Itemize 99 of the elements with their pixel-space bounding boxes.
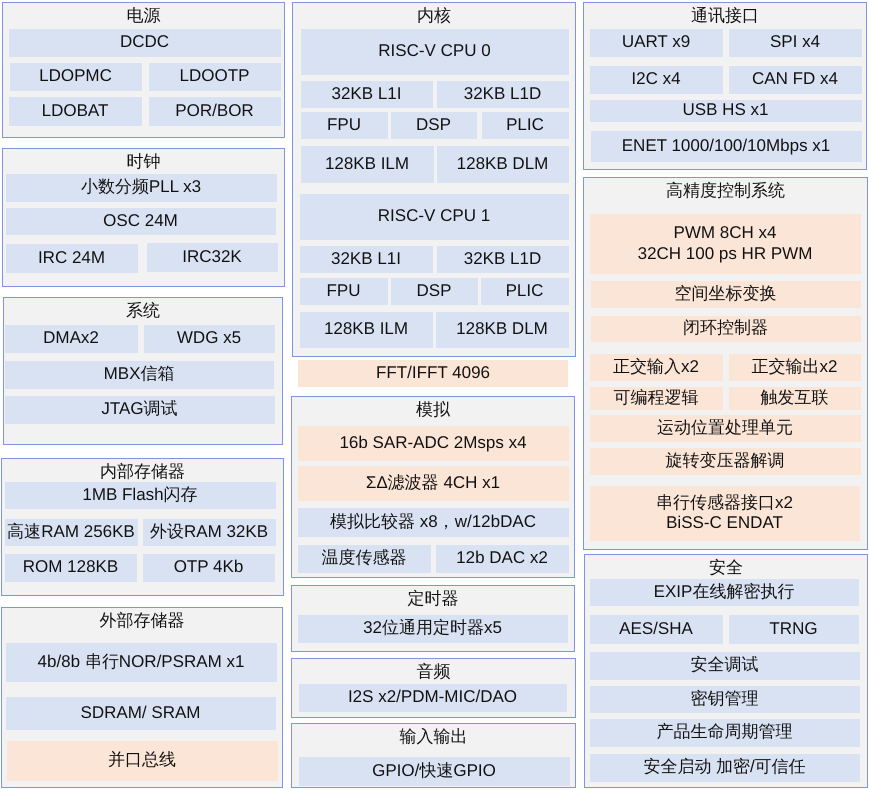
module-block: UART x9 [590, 28, 722, 56]
module-block: 32KB L1I [300, 80, 432, 108]
module-block: RISC-V CPU 0 [300, 28, 568, 74]
group-title: 高精度控制系统 [666, 181, 785, 201]
group-panel [291, 723, 576, 788]
module-block: 128KB DLM [436, 312, 568, 348]
module-block: 32KB L1I [300, 246, 432, 272]
module-text: 串行传感器接口x2 [656, 492, 793, 513]
module-block: 产品生命周期管理 [590, 718, 860, 746]
group-panel [291, 658, 576, 718]
module-block: JTAG调试 [4, 396, 274, 424]
module-block: 32KB L1D [436, 246, 568, 272]
module-block: POR/BOR [148, 96, 280, 126]
module-block: ROM 128KB [4, 554, 136, 582]
group-panel [2, 148, 285, 287]
module-block: 安全启动 加密/可信任 [590, 754, 860, 782]
module-block: TRNG [728, 614, 858, 644]
group-panel [1, 607, 283, 788]
group-title: 时钟 [126, 152, 160, 172]
module-block: 高速RAM 256KB [4, 518, 138, 546]
module-block: 可编程逻辑 [590, 386, 722, 410]
module-block: 空间坐标变换 [590, 280, 860, 308]
module-block: PLIC [480, 278, 568, 304]
module-block: DMAx2 [4, 324, 138, 352]
module-block: 旋转变压器解调 [590, 448, 860, 474]
module-block: 触发互联 [728, 386, 860, 410]
group-title: 音频 [416, 662, 450, 682]
module-block: ΣΔ滤波器 4CH x1 [298, 466, 568, 500]
module-block: 安全调试 [590, 652, 860, 680]
group-title: 模拟 [416, 400, 450, 420]
module-block [590, 214, 860, 274]
module-block: FFT/IFFT 4096 [298, 360, 568, 387]
module-block: 16b SAR-ADC 2Msps x4 [298, 426, 568, 460]
module-text: 32CH 100 ps HR PWM [638, 244, 812, 264]
module-block: DCDC [8, 28, 280, 56]
group-panel [1, 458, 284, 596]
module-block: OSC 24M [6, 208, 276, 234]
group-panel [583, 177, 868, 550]
group-title: 系统 [126, 301, 160, 321]
module-block: 12b DAC x2 [436, 544, 568, 572]
group-panel [3, 297, 283, 445]
module-text: BiSS-C ENDAT [666, 513, 783, 534]
module-block: LDOBAT [8, 96, 142, 126]
module-block: USB HS x1 [590, 100, 862, 122]
module-block: MBX信箱 [4, 360, 274, 388]
group-title: 外部存储器 [100, 611, 184, 631]
module-block: GPIO/快速GPIO [298, 756, 570, 786]
module-block: 模拟比较器 x8，w/12bDAC [298, 508, 568, 536]
module-block: 温度传感器 [298, 544, 430, 572]
module-block [590, 486, 860, 540]
module-block: EXIP在线解密执行 [590, 578, 858, 606]
module-block: PLIC [482, 112, 568, 138]
module-block: AES/SHA [590, 614, 722, 644]
group-panel [2, 2, 285, 138]
module-block: 正交输出x2 [728, 354, 860, 380]
group-title: 电源 [126, 6, 160, 26]
module-text: PWM 8CH x4 [674, 223, 776, 244]
group-panel [291, 396, 575, 578]
module-block: 并口总线 [6, 740, 278, 780]
group-panel [583, 2, 867, 170]
group-title: 安全 [709, 558, 743, 578]
module-block: 128KB ILM [300, 146, 434, 182]
module-block: IRC32K [146, 242, 278, 272]
module-block: 小数分频PLL x3 [6, 174, 276, 202]
module-block: 闭环控制器 [590, 316, 860, 342]
module-block: RISC-V CPU 1 [300, 194, 568, 240]
module-block: WDG x5 [144, 324, 274, 352]
module-block: 32KB L1D [436, 80, 568, 108]
module-block: FPU [300, 112, 388, 138]
module-block: 1MB Flash闪存 [4, 482, 276, 508]
module-block: LDOOTP [148, 62, 280, 90]
group-title: 通讯接口 [691, 6, 759, 26]
module-block: CAN FD x4 [728, 66, 862, 94]
group-panel [584, 554, 868, 788]
group-panel [292, 2, 576, 357]
module-block: 128KB DLM [436, 146, 568, 182]
module-block: ENET 1000/100/10Mbps x1 [590, 130, 862, 162]
module-block: 外设RAM 32KB [142, 518, 276, 546]
module-block: DSP [390, 278, 478, 304]
module-block: DSP [390, 112, 476, 138]
module-block: 运动位置处理单元 [590, 414, 860, 442]
module-block: LDOPMC [10, 62, 142, 90]
group-title: 定时器 [408, 589, 458, 609]
module-block: 正交输入x2 [590, 354, 722, 380]
module-block: 密钥管理 [590, 686, 860, 712]
module-block: OTP 4Kb [142, 554, 274, 582]
module-block: IRC 24M [6, 244, 138, 272]
module-block: 32位通用定时器x5 [298, 614, 568, 642]
module-block: 4b/8b 串行NOR/PSRAM x1 [6, 642, 276, 682]
module-block: I2C x4 [590, 66, 722, 94]
module-block: SDRAM/ SRAM [6, 696, 276, 730]
module-block: FPU [300, 278, 388, 304]
module-block: 128KB ILM [300, 312, 432, 348]
group-panel [291, 585, 575, 652]
group-title: 输入输出 [400, 727, 468, 747]
module-block: SPI x4 [728, 28, 862, 56]
module-block: I2S x2/PDM-MIC/DAO [298, 684, 566, 712]
group-title: 内核 [417, 6, 451, 26]
group-title: 内部存储器 [100, 462, 185, 482]
